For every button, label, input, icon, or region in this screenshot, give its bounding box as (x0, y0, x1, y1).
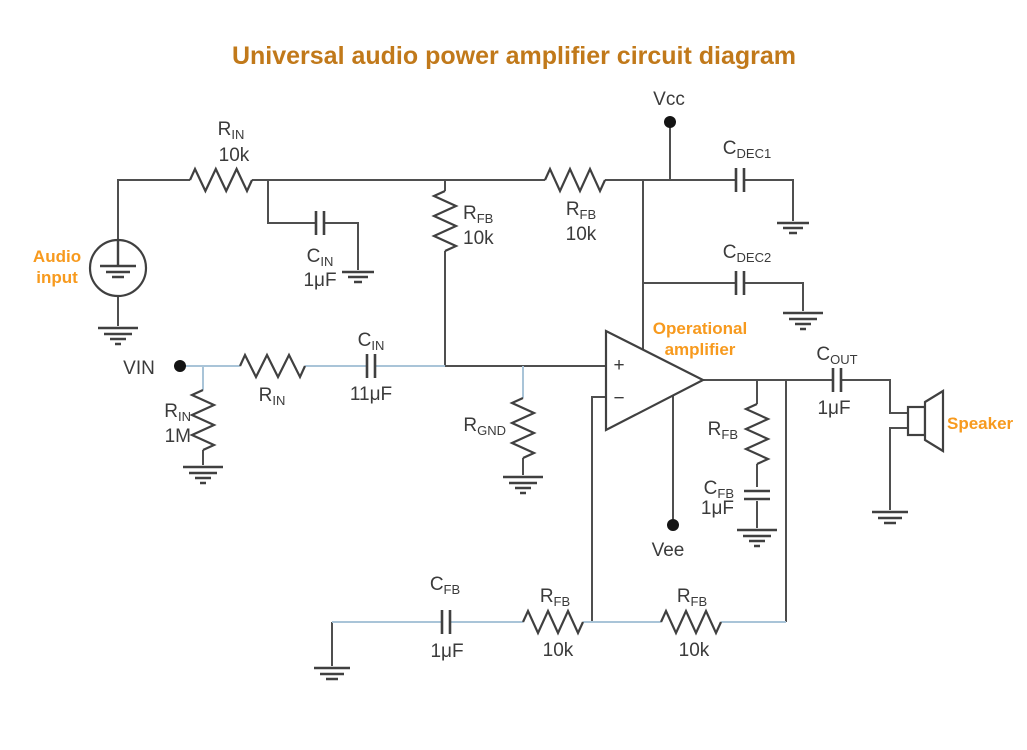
cdec1-designator: CDEC1 (723, 138, 771, 161)
ground-icon (777, 221, 809, 235)
opamp-plus-sign: + (613, 355, 624, 376)
capacitor-cfb-bottom (440, 610, 452, 634)
rgnd-designator: RGND (463, 415, 506, 438)
cin-top-designator: CIN (307, 246, 334, 269)
vee-label: Vee (652, 540, 685, 561)
rin-top-designator: RIN (218, 119, 245, 142)
svg-text:amplifier: amplifier (665, 340, 736, 359)
svg-text:input: input (36, 268, 78, 287)
capacitor-cin-series (365, 354, 377, 378)
diagram-title: Universal audio power amplifier circuit … (232, 42, 796, 70)
ground-icon (872, 510, 908, 525)
cfb-bottom-value: 1μF (430, 641, 463, 662)
ground-icon (183, 465, 223, 485)
capacitor-cdec1 (734, 168, 746, 192)
rin-shunt-designator: RIN (164, 401, 191, 424)
wire-segments-signal (180, 365, 786, 623)
rfb-bottom1-designator: RFB (540, 586, 570, 609)
resistor-rin-series (238, 352, 307, 380)
rfb-out-designator: RFB (708, 419, 738, 442)
cout-value: 1μF (817, 398, 850, 419)
operational-amplifier-label: Operational amplifier (653, 319, 747, 359)
capacitor-cdec2 (734, 271, 746, 295)
wire-segments-dark (117, 127, 908, 666)
svg-text:Audio: Audio (33, 247, 81, 266)
capacitor-cfb-out (744, 489, 770, 501)
rfb-shunt-designator: RFB (463, 203, 493, 226)
ground-icon (503, 475, 543, 495)
resistor-rfb-bottom2 (659, 608, 723, 636)
resistor-rfb-out (743, 402, 771, 466)
opamp-symbol: + − (604, 329, 706, 432)
resistor-rgnd (509, 396, 537, 460)
resistor-rfb-top (543, 166, 607, 194)
speaker-label: Speaker (947, 414, 1014, 433)
cin-series-value: 11μF (350, 384, 392, 405)
vin-node-dot (174, 360, 186, 372)
audio-input-label: Audio input (33, 247, 81, 287)
ground-icon (783, 311, 823, 331)
speaker-icon (906, 389, 945, 453)
ground-icon (314, 666, 350, 681)
rin-top-value: 10k (219, 145, 250, 166)
vcc-node-dot (664, 116, 676, 128)
cdec2-designator: CDEC2 (723, 242, 771, 265)
resistor-rfb-shunt (431, 189, 459, 253)
cin-series-designator: CIN (358, 330, 385, 353)
opamp-minus-sign: − (613, 388, 624, 409)
rfb-bottom1-value: 10k (543, 640, 574, 661)
rfb-bottom2-designator: RFB (677, 586, 707, 609)
cfb-bottom-designator: CFB (430, 574, 460, 597)
capacitor-cin-top (314, 211, 326, 235)
resistor-rin-shunt (189, 388, 217, 452)
rfb-bottom2-value: 10k (679, 640, 710, 661)
rfb-shunt-value: 10k (463, 228, 494, 249)
svg-text:Operational: Operational (653, 319, 747, 338)
cfb-out-designator: CFB (704, 478, 734, 501)
audio-source-icon (88, 238, 148, 298)
resistor-rfb-bottom1 (521, 608, 585, 636)
vee-node-dot (667, 519, 679, 531)
rfb-top-designator: RFB (566, 199, 596, 222)
rin-series-designator: RIN (259, 385, 286, 408)
ground-icon (737, 528, 777, 548)
ground-icon (342, 270, 374, 284)
capacitor-cout (831, 368, 843, 392)
cfb-out-value: 1μF (701, 498, 734, 519)
rfb-top-value: 10k (566, 224, 597, 245)
vin-label: VIN (123, 358, 155, 379)
vcc-label: Vcc (653, 89, 685, 110)
cout-designator: COUT (816, 344, 857, 367)
ground-icon (98, 326, 138, 346)
cin-top-value: 1μF (303, 270, 336, 291)
rin-shunt-value: 1M (165, 426, 191, 447)
resistor-rin-top (188, 166, 254, 194)
